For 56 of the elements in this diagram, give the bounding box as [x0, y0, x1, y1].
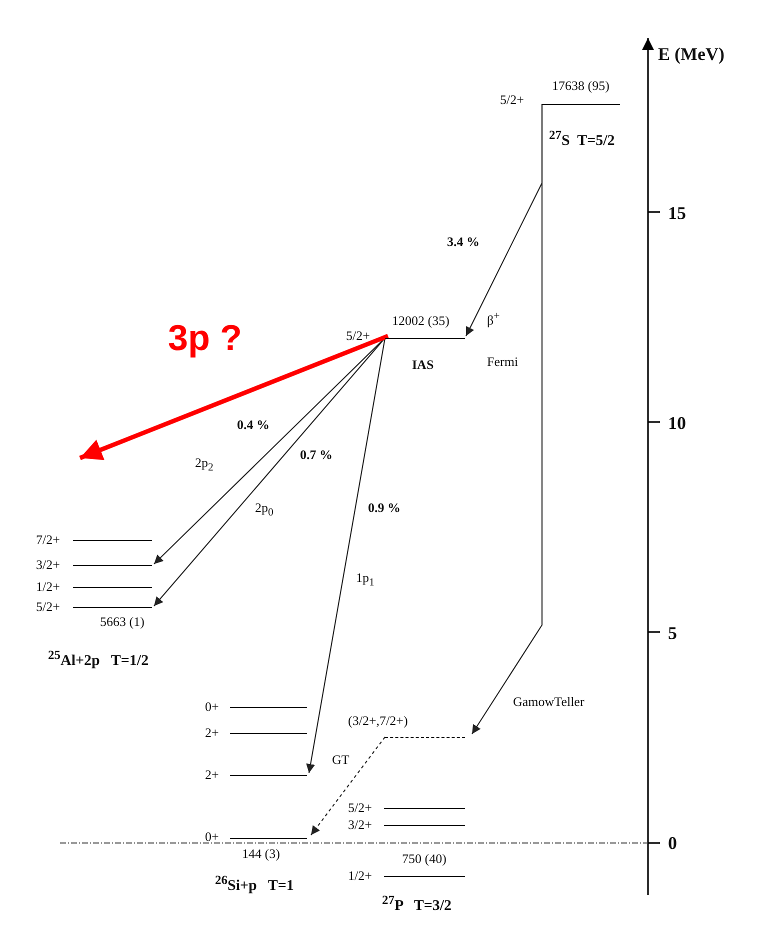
annotation-text: β$^{+}$ [487, 309, 500, 328]
energy-level [346, 313, 465, 372]
decay-arrow [79, 334, 389, 460]
axis-tick-label: 15 [668, 203, 686, 223]
annotation-text: 0.9 % [368, 500, 400, 515]
energy-level [348, 817, 465, 832]
energy-level [36, 599, 152, 629]
level-energy: 17638 (95) [552, 78, 610, 93]
level-energy: 750 (40) [402, 851, 446, 866]
energy-level [348, 851, 465, 883]
edge-label: GamowTeller [513, 694, 584, 709]
decay-arrow [154, 338, 386, 606]
level-energy: 144 (3) [242, 846, 280, 861]
level-label: 5/2+ [348, 800, 372, 815]
energy-level [205, 767, 307, 782]
level-label: 5/2+ [500, 92, 524, 107]
annotation-text: Fermi [487, 354, 518, 369]
axis-tick-label: 10 [668, 413, 686, 433]
level-label: 0+ [205, 829, 219, 844]
edge-label: 3.4 % [447, 234, 480, 249]
energy-level [205, 829, 307, 861]
edge-label: GT [332, 752, 350, 767]
level-label: 5/2+ [346, 328, 370, 343]
axis-title: E (MeV) [658, 44, 724, 64]
level-name: IAS [412, 357, 434, 372]
axis-tick-label: 5 [668, 623, 677, 643]
level-label: 2+ [205, 767, 219, 782]
energy-level [36, 532, 152, 547]
annotation-text: 0.7 % [300, 447, 332, 462]
annotation-text: $^{27}$P T=3/2 [382, 893, 452, 914]
energy-level [205, 725, 307, 740]
level-label: 1/2+ [348, 868, 372, 883]
level-label: 0+ [205, 699, 219, 714]
level-label: 1/2+ [36, 579, 60, 594]
energy-level [36, 557, 152, 572]
level-label: 5/2+ [36, 599, 60, 614]
annotation-text: $^{27}$S T=5/2 [549, 128, 615, 149]
level-energy: 5663 (1) [100, 614, 144, 629]
decay-arrow [306, 338, 386, 774]
energy-level [348, 713, 465, 738]
level-label: (3/2+,7/2+) [348, 713, 408, 728]
level-label: 3/2+ [348, 817, 372, 832]
axis-tick-label: 0 [668, 833, 677, 853]
decay-arrow [472, 104, 543, 734]
energy-level [500, 78, 620, 107]
annotation-text: $^{25}$Al+2p T=1/2 [48, 648, 149, 669]
energy-level [205, 699, 307, 714]
annotation-text: 0.4 % [237, 417, 270, 432]
level-label: 2+ [205, 725, 219, 740]
level-label: 7/2+ [36, 532, 60, 547]
annotation-text: $^{26}$Si+p T=1 [215, 873, 294, 894]
energy-level [36, 579, 152, 594]
level-energy: 12002 (35) [392, 313, 450, 328]
energy-level [348, 800, 465, 815]
decay-arrow [310, 736, 386, 836]
level-label: 3/2+ [36, 557, 60, 572]
